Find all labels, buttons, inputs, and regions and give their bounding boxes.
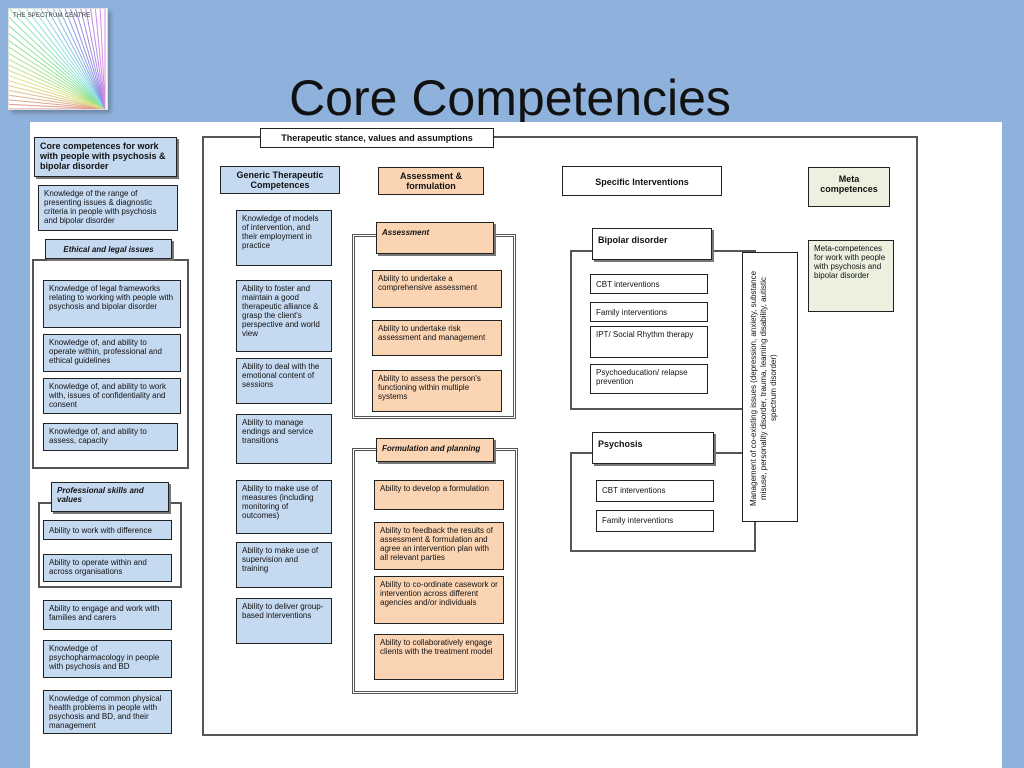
generic-item-emotional-content: Ability to deal with the emotional conte…: [236, 358, 332, 404]
diagram-panel: Core competences for work with people wi…: [30, 122, 1002, 768]
logo-ray: [9, 99, 106, 109]
knowledge-range-box: Knowledge of the range of presenting iss…: [38, 185, 178, 231]
formulation-item-develop: Ability to develop a formulation: [374, 480, 504, 510]
assessment-item-comprehensive: Ability to undertake a comprehensive ass…: [372, 270, 502, 308]
logo-ray: [90, 9, 106, 109]
professional-skills-title: Professional skills and values: [51, 482, 169, 512]
therapeutic-stance-title: Therapeutic stance, values and assumptio…: [260, 128, 494, 148]
slide-title: Core Competencies: [289, 70, 731, 126]
logo-ray: [46, 9, 106, 109]
therapeutic-stance-frame: [202, 136, 918, 736]
logo-text: THE SPECTRUM CENTRE: [13, 13, 91, 19]
logo-ray: [9, 16, 106, 109]
meta-competences-box: Meta-competences for work with people wi…: [808, 240, 894, 312]
logo-ray: [9, 85, 106, 109]
logo-ray: [9, 80, 106, 109]
coexisting-issues-text: Management of co-existing issues (depres…: [749, 270, 778, 506]
core-competences-header: Core competences for work with people wi…: [34, 137, 177, 177]
assessment-item-risk: Ability to undertake risk assessment and…: [372, 320, 502, 356]
psychosis-item-cbt: CBT interventions: [596, 480, 714, 502]
logo-ray: [33, 9, 106, 109]
coexisting-issues-box: Management of co-existing issues (depres…: [742, 252, 798, 522]
ethical-item-confidentiality: Knowledge of, and ability to work with, …: [43, 378, 181, 414]
professional-item-difference: Ability to work with difference: [43, 520, 172, 540]
logo-ray: [9, 103, 106, 109]
ethical-legal-frame: [32, 259, 189, 469]
logo-ray: [9, 75, 106, 109]
logo-ray: [52, 9, 106, 109]
generic-item-models: Knowledge of models of intervention, and…: [236, 210, 332, 266]
logo-ray: [9, 32, 106, 109]
spectrum-rays-icon: [9, 9, 106, 109]
bipolar-item-family: Family interventions: [590, 302, 708, 322]
logo-ray: [58, 9, 106, 109]
formulation-item-feedback: Ability to feedback the results of asses…: [374, 522, 504, 570]
logo-ray: [9, 9, 106, 109]
generic-item-supervision: Ability to make use of supervision and t…: [236, 542, 332, 588]
professional-item-organisations: Ability to operate within and across org…: [43, 554, 172, 582]
generic-competences-header: Generic Therapeutic Competences: [220, 166, 340, 194]
formulation-item-engage: Ability to collaboratively engage client…: [374, 634, 504, 680]
logo-ray: [40, 9, 106, 109]
logo-ray: [9, 46, 106, 109]
logo-ray: [75, 9, 106, 109]
physical-health-box: Knowledge of common physical health prob…: [43, 690, 172, 734]
psychosis-title: Psychosis: [592, 432, 714, 464]
bipolar-title: Bipolar disorder: [592, 228, 712, 260]
logo-ray: [64, 9, 106, 109]
logo-ray: [25, 9, 106, 109]
generic-item-measures: Ability to make use of measures (includi…: [236, 480, 332, 534]
bipolar-item-cbt: CBT interventions: [590, 274, 708, 294]
logo-ray: [80, 9, 106, 109]
assessment-title: Assessment: [376, 222, 494, 254]
spectrum-centre-logo: THE SPECTRUM CENTRE: [8, 8, 108, 110]
bipolar-item-ipt: IPT/ Social Rhythm therapy: [590, 326, 708, 358]
logo-ray: [99, 9, 106, 109]
ethical-item-capacity: Knowledge of, and ability to assess, cap…: [43, 423, 178, 451]
logo-ray: [9, 40, 106, 109]
logo-ray: [69, 9, 106, 109]
generic-item-group: Ability to deliver group-based intervent…: [236, 598, 332, 644]
families-carers-box: Ability to engage and work with families…: [43, 600, 172, 630]
logo-ray: [9, 25, 106, 109]
generic-item-alliance: Ability to foster and maintain a good th…: [236, 280, 332, 352]
psychosis-item-family: Family interventions: [596, 510, 714, 532]
generic-item-endings: Ability to manage endings and service tr…: [236, 414, 332, 464]
psychosis-frame: [570, 452, 756, 552]
logo-ray: [9, 94, 106, 109]
logo-ray: [17, 9, 106, 109]
bipolar-item-psychoeducation: Psychoeducation/ relapse prevention: [590, 364, 708, 394]
ethical-item-professional-guidelines: Knowledge of, and ability to operate wit…: [43, 334, 181, 372]
specific-interventions-header: Specific Interventions: [562, 166, 722, 196]
psychopharmacology-box: Knowledge of psychopharmacology in peopl…: [43, 640, 172, 678]
logo-ray: [9, 89, 106, 109]
ethical-legal-title: Ethical and legal issues: [45, 239, 172, 259]
logo-ray: [9, 58, 106, 109]
assessment-item-systems: Ability to assess the person's functioni…: [372, 370, 502, 412]
assessment-formulation-header: Assessment & formulation: [378, 167, 484, 195]
ethical-item-legal-frameworks: Knowledge of legal frameworks relating t…: [43, 280, 181, 328]
logo-ray: [94, 9, 106, 109]
logo-ray: [9, 52, 106, 109]
logo-ray: [85, 9, 106, 109]
formulation-title: Formulation and planning: [376, 438, 494, 462]
meta-competences-header: Meta competences: [808, 167, 890, 207]
logo-ray: [9, 70, 106, 109]
formulation-item-coordinate: Ability to co-ordinate casework or inter…: [374, 576, 504, 624]
logo-ray: [9, 64, 106, 109]
